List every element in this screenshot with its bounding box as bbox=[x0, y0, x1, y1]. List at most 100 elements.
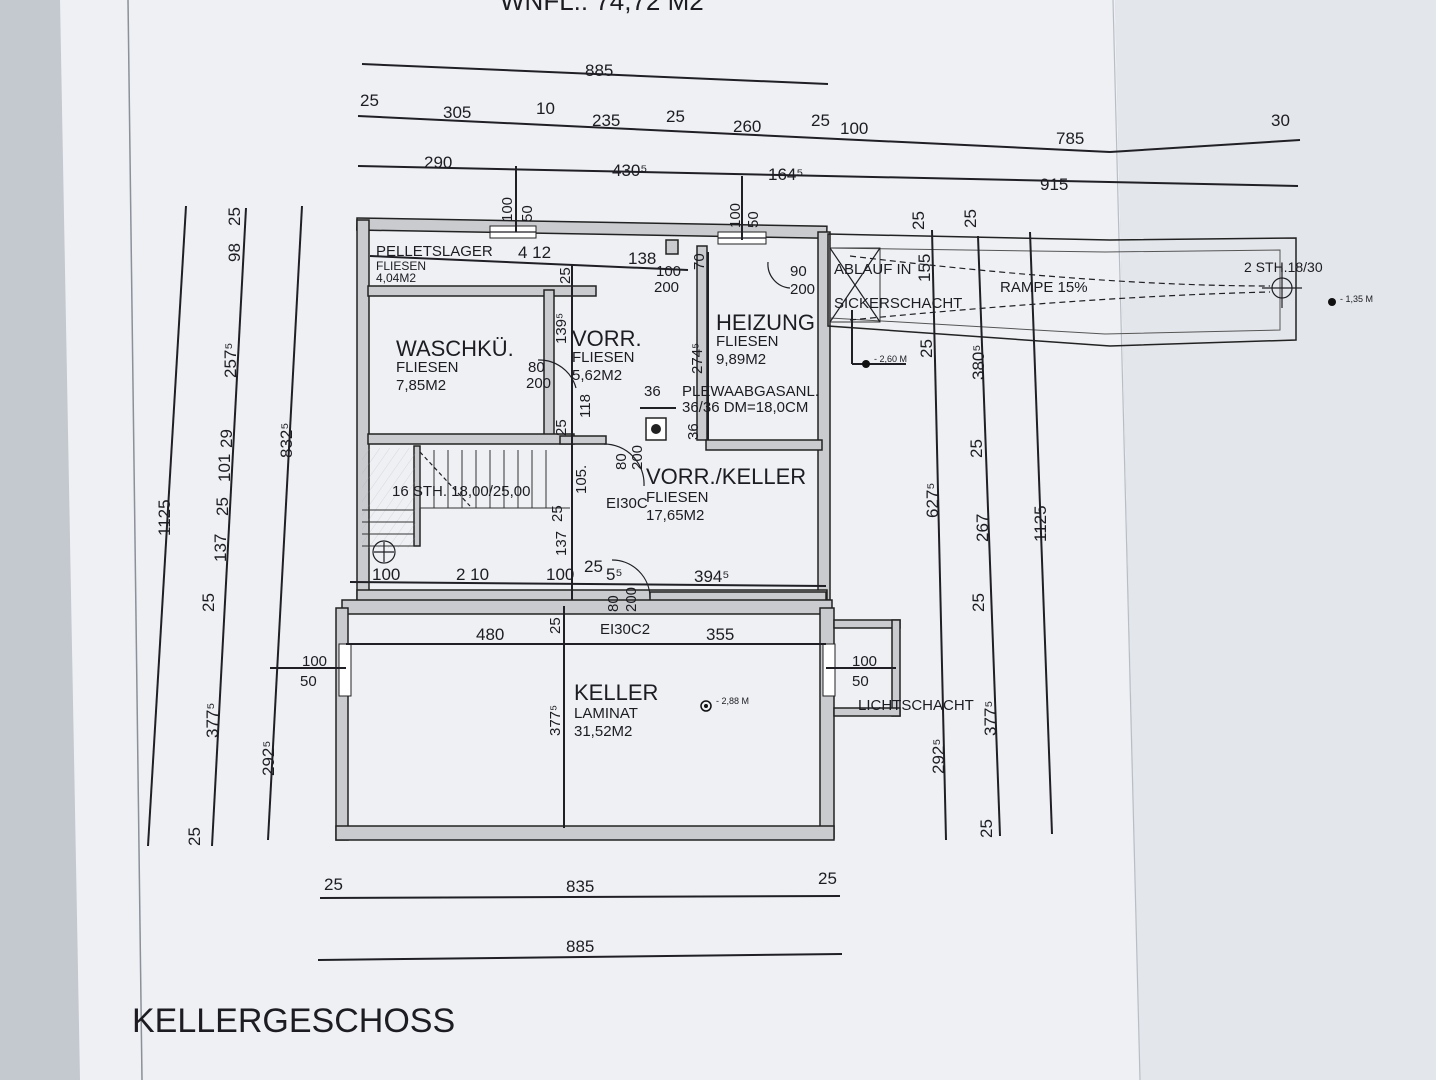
dim-36a: 36 bbox=[644, 383, 661, 400]
label-rampe: RAMPE 15% bbox=[1000, 279, 1088, 296]
bottom-dimension-chains bbox=[317, 895, 843, 961]
room-heizung-name: HEIZUNG bbox=[716, 310, 815, 335]
left-dimension-chains bbox=[147, 205, 303, 847]
dim-100-50b-top: 100 bbox=[727, 203, 744, 228]
dim-290: 290 bbox=[424, 153, 452, 172]
room-heizung-floor: FLIESEN bbox=[716, 333, 779, 350]
label-door-ei30c: EI30C bbox=[606, 495, 648, 512]
left-dim-377: 377⁵ bbox=[203, 703, 222, 738]
left-dim-25b: 25 bbox=[213, 497, 232, 516]
room-vorr-keller-area: 17,65M2 bbox=[646, 507, 704, 524]
label-stair-outside: 2 STH.18/30 bbox=[1244, 259, 1323, 275]
level-markers bbox=[700, 298, 1336, 712]
dim-25-br: 25 bbox=[818, 869, 837, 888]
label-door-ei30c2: EI30C2 bbox=[600, 621, 650, 638]
label-plewa-1: PLEWAABGASANL. bbox=[682, 383, 819, 400]
room-vorr-keller-name: VORR./KELLER bbox=[646, 464, 806, 489]
dim-100-50w-top: 100 bbox=[302, 653, 327, 670]
dim-100-50a-top: 100 bbox=[499, 197, 516, 222]
room-pelletslager-floor: FLIESEN bbox=[376, 259, 426, 273]
dim-25-k: 25 bbox=[547, 617, 564, 634]
room-pelletslager-area: 4,04M2 bbox=[376, 271, 416, 285]
right-dim-25c: 25 bbox=[961, 209, 980, 228]
chimney-flue bbox=[645, 417, 667, 441]
right-dim-25e: 25 bbox=[969, 593, 988, 612]
dim-25b: 25 bbox=[666, 107, 685, 126]
dim-274: 274⁵ bbox=[689, 343, 706, 374]
dim-118: 118 bbox=[577, 394, 594, 418]
dim-105: 105. bbox=[573, 465, 590, 494]
dim-90-200-top: 90 bbox=[790, 263, 807, 280]
dim-100b: 100 bbox=[372, 565, 400, 584]
dim-90-200-bot: 200 bbox=[790, 281, 815, 298]
right-dim-380: 380⁵ bbox=[969, 345, 988, 380]
room-pelletslager-name: PELLETSLAGER bbox=[376, 243, 493, 260]
dim-885-bot: 885 bbox=[566, 937, 594, 956]
level-minus-260: - 2,60 M bbox=[874, 354, 907, 364]
dim-25-vert: 25 bbox=[557, 267, 574, 284]
dim-100-50b-bot: 50 bbox=[745, 211, 762, 228]
room-vorraum-floor: FLIESEN bbox=[572, 349, 635, 366]
room-vorr-keller-floor: FLIESEN bbox=[646, 489, 709, 506]
left-dim-832: 832⁵ bbox=[277, 423, 296, 458]
label-plewa-2: 36/36 DM=18,0CM bbox=[682, 399, 808, 416]
right-dim-25a: 25 bbox=[909, 211, 928, 230]
left-dim-25d: 25 bbox=[185, 827, 204, 846]
room-waschkueche-name: WASCHKÜ. bbox=[396, 336, 514, 361]
left-dim-257: 257⁵ bbox=[221, 343, 240, 378]
dim-100c: 100 bbox=[546, 565, 574, 584]
dim-100-50ls-top: 100 bbox=[852, 653, 877, 670]
dim-305: 305 bbox=[443, 103, 471, 122]
room-vorraum-name: VORR. bbox=[572, 326, 642, 351]
right-dimension-chains bbox=[931, 229, 1053, 841]
right-dim-292: 292⁵ bbox=[929, 739, 948, 774]
dim-480: 480 bbox=[476, 625, 504, 644]
dim-80-200-top: 80 bbox=[528, 359, 545, 376]
label-ablauf: ABLAUF IN bbox=[834, 261, 912, 278]
dim-139: 139⁵ bbox=[553, 313, 570, 344]
left-dim-98: 98 bbox=[225, 243, 244, 262]
left-dim-292: 292⁵ bbox=[259, 741, 278, 776]
dim-164: 164⁵ bbox=[768, 165, 803, 184]
internal-staircase bbox=[362, 448, 570, 564]
right-dim-377: 377⁵ bbox=[981, 701, 1000, 736]
dim-915: 915 bbox=[1040, 175, 1068, 194]
dim-210: 2 10 bbox=[456, 565, 489, 584]
left-dim-25c: 25 bbox=[199, 593, 218, 612]
dim-785: 785 bbox=[1056, 129, 1084, 148]
dim-5: 5⁵ bbox=[606, 565, 623, 584]
label-lichtschacht: LICHTSCHACHT bbox=[858, 697, 974, 714]
room-keller-floor: LAMINAT bbox=[574, 705, 638, 722]
dim-100-50a-bot: 50 bbox=[519, 205, 536, 222]
dim-36b: 36 bbox=[685, 423, 702, 440]
dim-80-200v-top: 80 bbox=[613, 453, 630, 470]
room-waschkueche-floor: FLIESEN bbox=[396, 359, 459, 376]
dim-885-top: 885 bbox=[585, 61, 613, 80]
right-dim-25f: 25 bbox=[977, 819, 996, 838]
dim-260: 260 bbox=[733, 117, 761, 136]
dim-100a: 100 bbox=[840, 119, 868, 138]
dim-138: 138 bbox=[628, 249, 656, 268]
level-minus-135: - 1,35 M bbox=[1340, 294, 1373, 304]
right-dim-25b: 25 bbox=[917, 339, 936, 358]
dim-355: 355 bbox=[706, 625, 734, 644]
dim-394: 394⁵ bbox=[694, 567, 729, 586]
dim-100-200-top: 100 bbox=[656, 263, 681, 280]
dim-80-200v-bot: 200 bbox=[629, 445, 646, 470]
dim-430: 430⁵ bbox=[612, 161, 647, 180]
dim-70: 70 bbox=[691, 253, 708, 270]
room-waschkueche-area: 7,85M2 bbox=[396, 377, 446, 394]
right-dim-267: 267 bbox=[973, 514, 992, 542]
dim-137-mid: 137 bbox=[553, 531, 570, 556]
dim-25-stair: 25 bbox=[549, 505, 566, 522]
left-dim-29: 29 bbox=[217, 429, 236, 448]
left-dim-101: 101 bbox=[215, 454, 234, 482]
dim-25-mid: 25 bbox=[553, 419, 570, 436]
dim-100-50ls-bot: 50 bbox=[852, 673, 869, 690]
label-stair-inside: 16 STH. 18,00/25,00 bbox=[392, 483, 530, 500]
internal-dimension-lines bbox=[270, 166, 906, 828]
dim-25a: 25 bbox=[360, 91, 379, 110]
dim-80-200-bot: 200 bbox=[526, 375, 551, 392]
